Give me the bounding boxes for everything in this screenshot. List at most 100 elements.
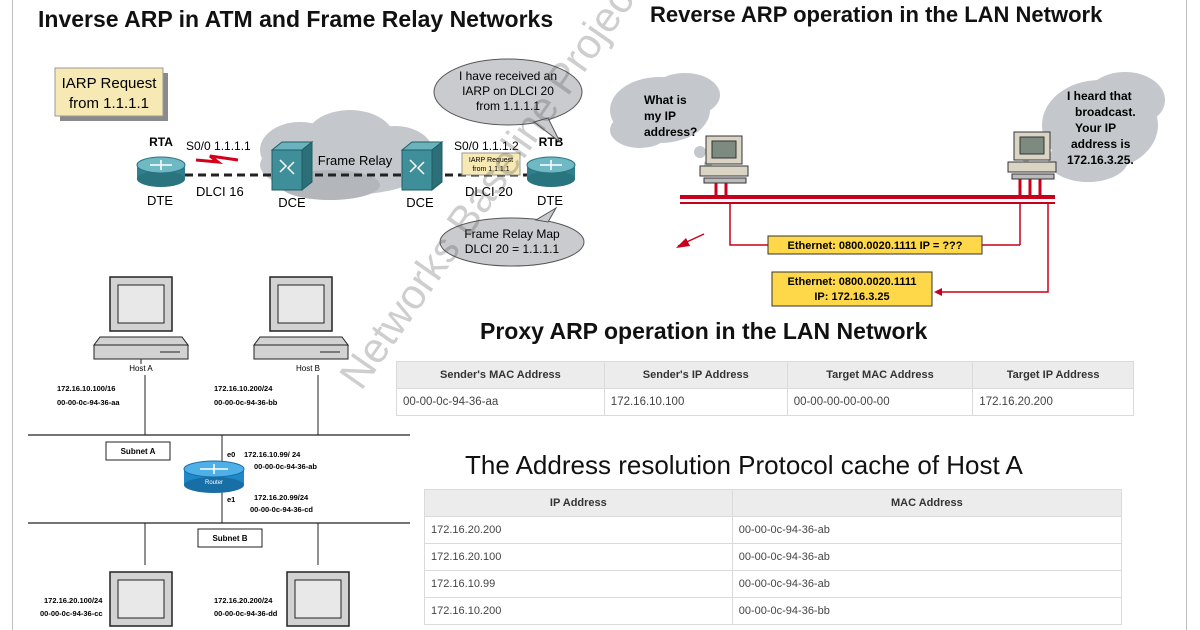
reverse-arp-diagram: What is my IP address? I heard that broa… <box>610 72 1165 307</box>
router-e0-label: e0 <box>227 450 235 459</box>
request-arrow-path <box>729 203 768 246</box>
proxy-header-target-ip: Target IP Address <box>972 361 1134 389</box>
rtb-interface-label: S0/0 1.1.1.2 <box>454 139 519 153</box>
rarp-reply-line1: Ethernet: 0800.0020.1111 <box>787 276 916 288</box>
proxy-table-header-row: Sender's MAC Address Sender's IP Address… <box>396 361 1134 389</box>
right-thought-line3: Your IP <box>1075 121 1116 135</box>
table-row: 00-00-0c-94-36-aa 172.16.10.100 00-00-00… <box>396 388 1134 416</box>
bubble-received-line2: IARP on DLCI 20 <box>462 84 554 98</box>
bubble-map-line2: DLCI 20 = 1.1.1.1 <box>465 242 560 256</box>
iarp-packet-line1: IARP Request <box>469 157 513 164</box>
host-b-computer-icon <box>253 276 349 360</box>
cache-cell-mac: 00-00-0c-94-36-ab <box>731 543 1123 571</box>
right-thought-line5: 172.16.3.25. <box>1067 153 1134 167</box>
dce-left-label: DCE <box>278 195 306 210</box>
dce-right-label: DCE <box>406 195 434 210</box>
iarp-note-line2: from 1.1.1.1 <box>69 95 149 112</box>
bubble-map-line1: Frame Relay Map <box>464 227 560 241</box>
router-rtb-icon <box>526 156 576 187</box>
workstation-left-icon <box>699 135 749 197</box>
cache-header-mac: MAC Address <box>731 489 1123 517</box>
rarp-request-label-box <box>767 235 983 255</box>
dlci16-label: DLCI 16 <box>196 184 244 199</box>
subnet-b-box <box>197 528 263 548</box>
bubble-received-line1: I have received an <box>459 69 557 83</box>
table-row: 172.16.10.200 00-00-0c-94-36-bb <box>424 597 1123 625</box>
iarp-packet-line2: from 1.1.1.1 <box>472 166 509 173</box>
iarp-note-line1: IARP Request <box>62 75 158 92</box>
rarp-reply-label-box <box>771 271 933 307</box>
host-c-computer-icon <box>109 571 173 627</box>
right-thought-line4: address is <box>1071 137 1131 151</box>
frame-relay-label: Frame Relay <box>318 153 393 168</box>
cache-cell-ip: 172.16.20.200 <box>424 516 733 544</box>
proxy-arp-table: Sender's MAC Address Sender's IP Address… <box>396 361 1134 416</box>
host-d-mac: 00-00-0c-94-36-dd <box>214 609 278 618</box>
dte-left-label: DTE <box>147 193 173 208</box>
proxy-arp-title: Proxy ARP operation in the LAN Network <box>480 318 928 344</box>
right-thought-line1: I heard that <box>1067 89 1132 103</box>
table-row: 172.16.20.200 00-00-0c-94-36-ab <box>424 516 1123 544</box>
router-label: Router <box>205 480 223 486</box>
router-icon <box>183 460 245 493</box>
proxy-header-target-mac: Target MAC Address <box>786 361 974 389</box>
proxy-cell-target-mac: 00-00-00-00-00-00 <box>786 388 974 416</box>
dce-switch-right-icon <box>400 140 444 192</box>
cache-cell-mac: 00-00-0c-94-36-ab <box>731 570 1123 598</box>
inverse-arp-diagram: IARP Request from 1.1.1.1 Frame Relay <box>54 58 585 267</box>
table-row: 172.16.20.100 00-00-0c-94-36-ab <box>424 543 1123 571</box>
rta-interface-label: S0/0 1.1.1.1 <box>186 139 251 153</box>
host-c-ip: 172.16.20.100/24 <box>44 596 103 605</box>
cache-cell-ip: 172.16.10.200 <box>424 597 733 625</box>
left-thought-line2: my IP <box>644 109 676 123</box>
workstation-right-icon <box>1007 131 1057 197</box>
speech-bubble-map <box>439 206 585 267</box>
arp-cache-table: IP Address MAC Address 172.16.20.200 00-… <box>424 489 1123 625</box>
thought-cloud-left <box>610 73 720 168</box>
arp-cache-title: The Address resolution Protocol cache of… <box>465 450 1023 480</box>
host-d-ip: 172.16.20.200/24 <box>214 596 273 605</box>
left-thought-line1: What is <box>644 93 687 107</box>
router-e0-ip: 172.16.10.99/ 24 <box>244 450 301 459</box>
table-row: 172.16.10.99 00-00-0c-94-36-ab <box>424 570 1123 598</box>
router-rta-icon <box>136 156 186 187</box>
cache-cell-ip: 172.16.10.99 <box>424 570 733 598</box>
rta-label: RTA <box>149 135 173 149</box>
cache-cell-mac: 00-00-0c-94-36-ab <box>731 516 1123 544</box>
host-a-label: Host A <box>129 364 153 373</box>
cache-header-ip: IP Address <box>424 489 733 517</box>
speech-bubble-received <box>433 58 583 143</box>
reverse-arp-title: Reverse ARP operation in the LAN Network <box>650 2 1103 27</box>
proxy-arp-network-diagram: Host A 172.16.10.100/16 00-00-0c-94-36-a… <box>28 276 410 627</box>
subnet-a-label: Subnet A <box>121 447 156 456</box>
right-thought-line2: broadcast. <box>1075 105 1136 119</box>
reply-arrow-path <box>942 203 1049 293</box>
proxy-header-sender-ip: Sender's IP Address <box>603 361 788 389</box>
host-b-ip: 172.16.10.200/24 <box>214 384 273 393</box>
subnet-a-box <box>105 441 171 461</box>
reply-arrow-head <box>934 288 942 296</box>
proxy-cell-sender-mac: 00-00-0c-94-36-aa <box>396 388 605 416</box>
proxy-header-sender-mac: Sender's MAC Address <box>396 361 605 389</box>
cache-table-header-row: IP Address MAC Address <box>424 489 1123 517</box>
router-e1-label: e1 <box>227 495 235 504</box>
host-d-computer-icon <box>286 571 350 627</box>
router-e0-mac: 00-00-0c-94-36-ab <box>254 462 317 471</box>
host-b-label: Host B <box>296 364 320 373</box>
inverse-arp-title: Inverse ARP in ATM and Frame Relay Netwo… <box>38 6 554 32</box>
dce-switch-left-icon <box>270 140 314 192</box>
router-e1-ip: 172.16.20.99/24 <box>254 493 309 502</box>
host-a-mac: 00-00-0c-94-36-aa <box>57 398 120 407</box>
serial-link-icon <box>195 154 239 164</box>
cache-cell-ip: 172.16.20.100 <box>424 543 733 571</box>
bubble-received-line3: from 1.1.1.1 <box>476 99 540 113</box>
proxy-cell-sender-ip: 172.16.10.100 <box>603 388 788 416</box>
request-arrow-left-head <box>676 238 690 248</box>
host-b-mac: 00-00-0c-94-36-bb <box>214 398 278 407</box>
left-thought-line3: address? <box>644 125 697 139</box>
iarp-note <box>54 67 164 117</box>
rarp-reply-line2: IP: 172.16.3.25 <box>814 291 889 303</box>
dlci20-label: DLCI 20 <box>465 184 513 199</box>
host-a-ip: 172.16.10.100/16 <box>57 384 115 393</box>
host-c-mac: 00-00-0c-94-36-cc <box>40 609 103 618</box>
